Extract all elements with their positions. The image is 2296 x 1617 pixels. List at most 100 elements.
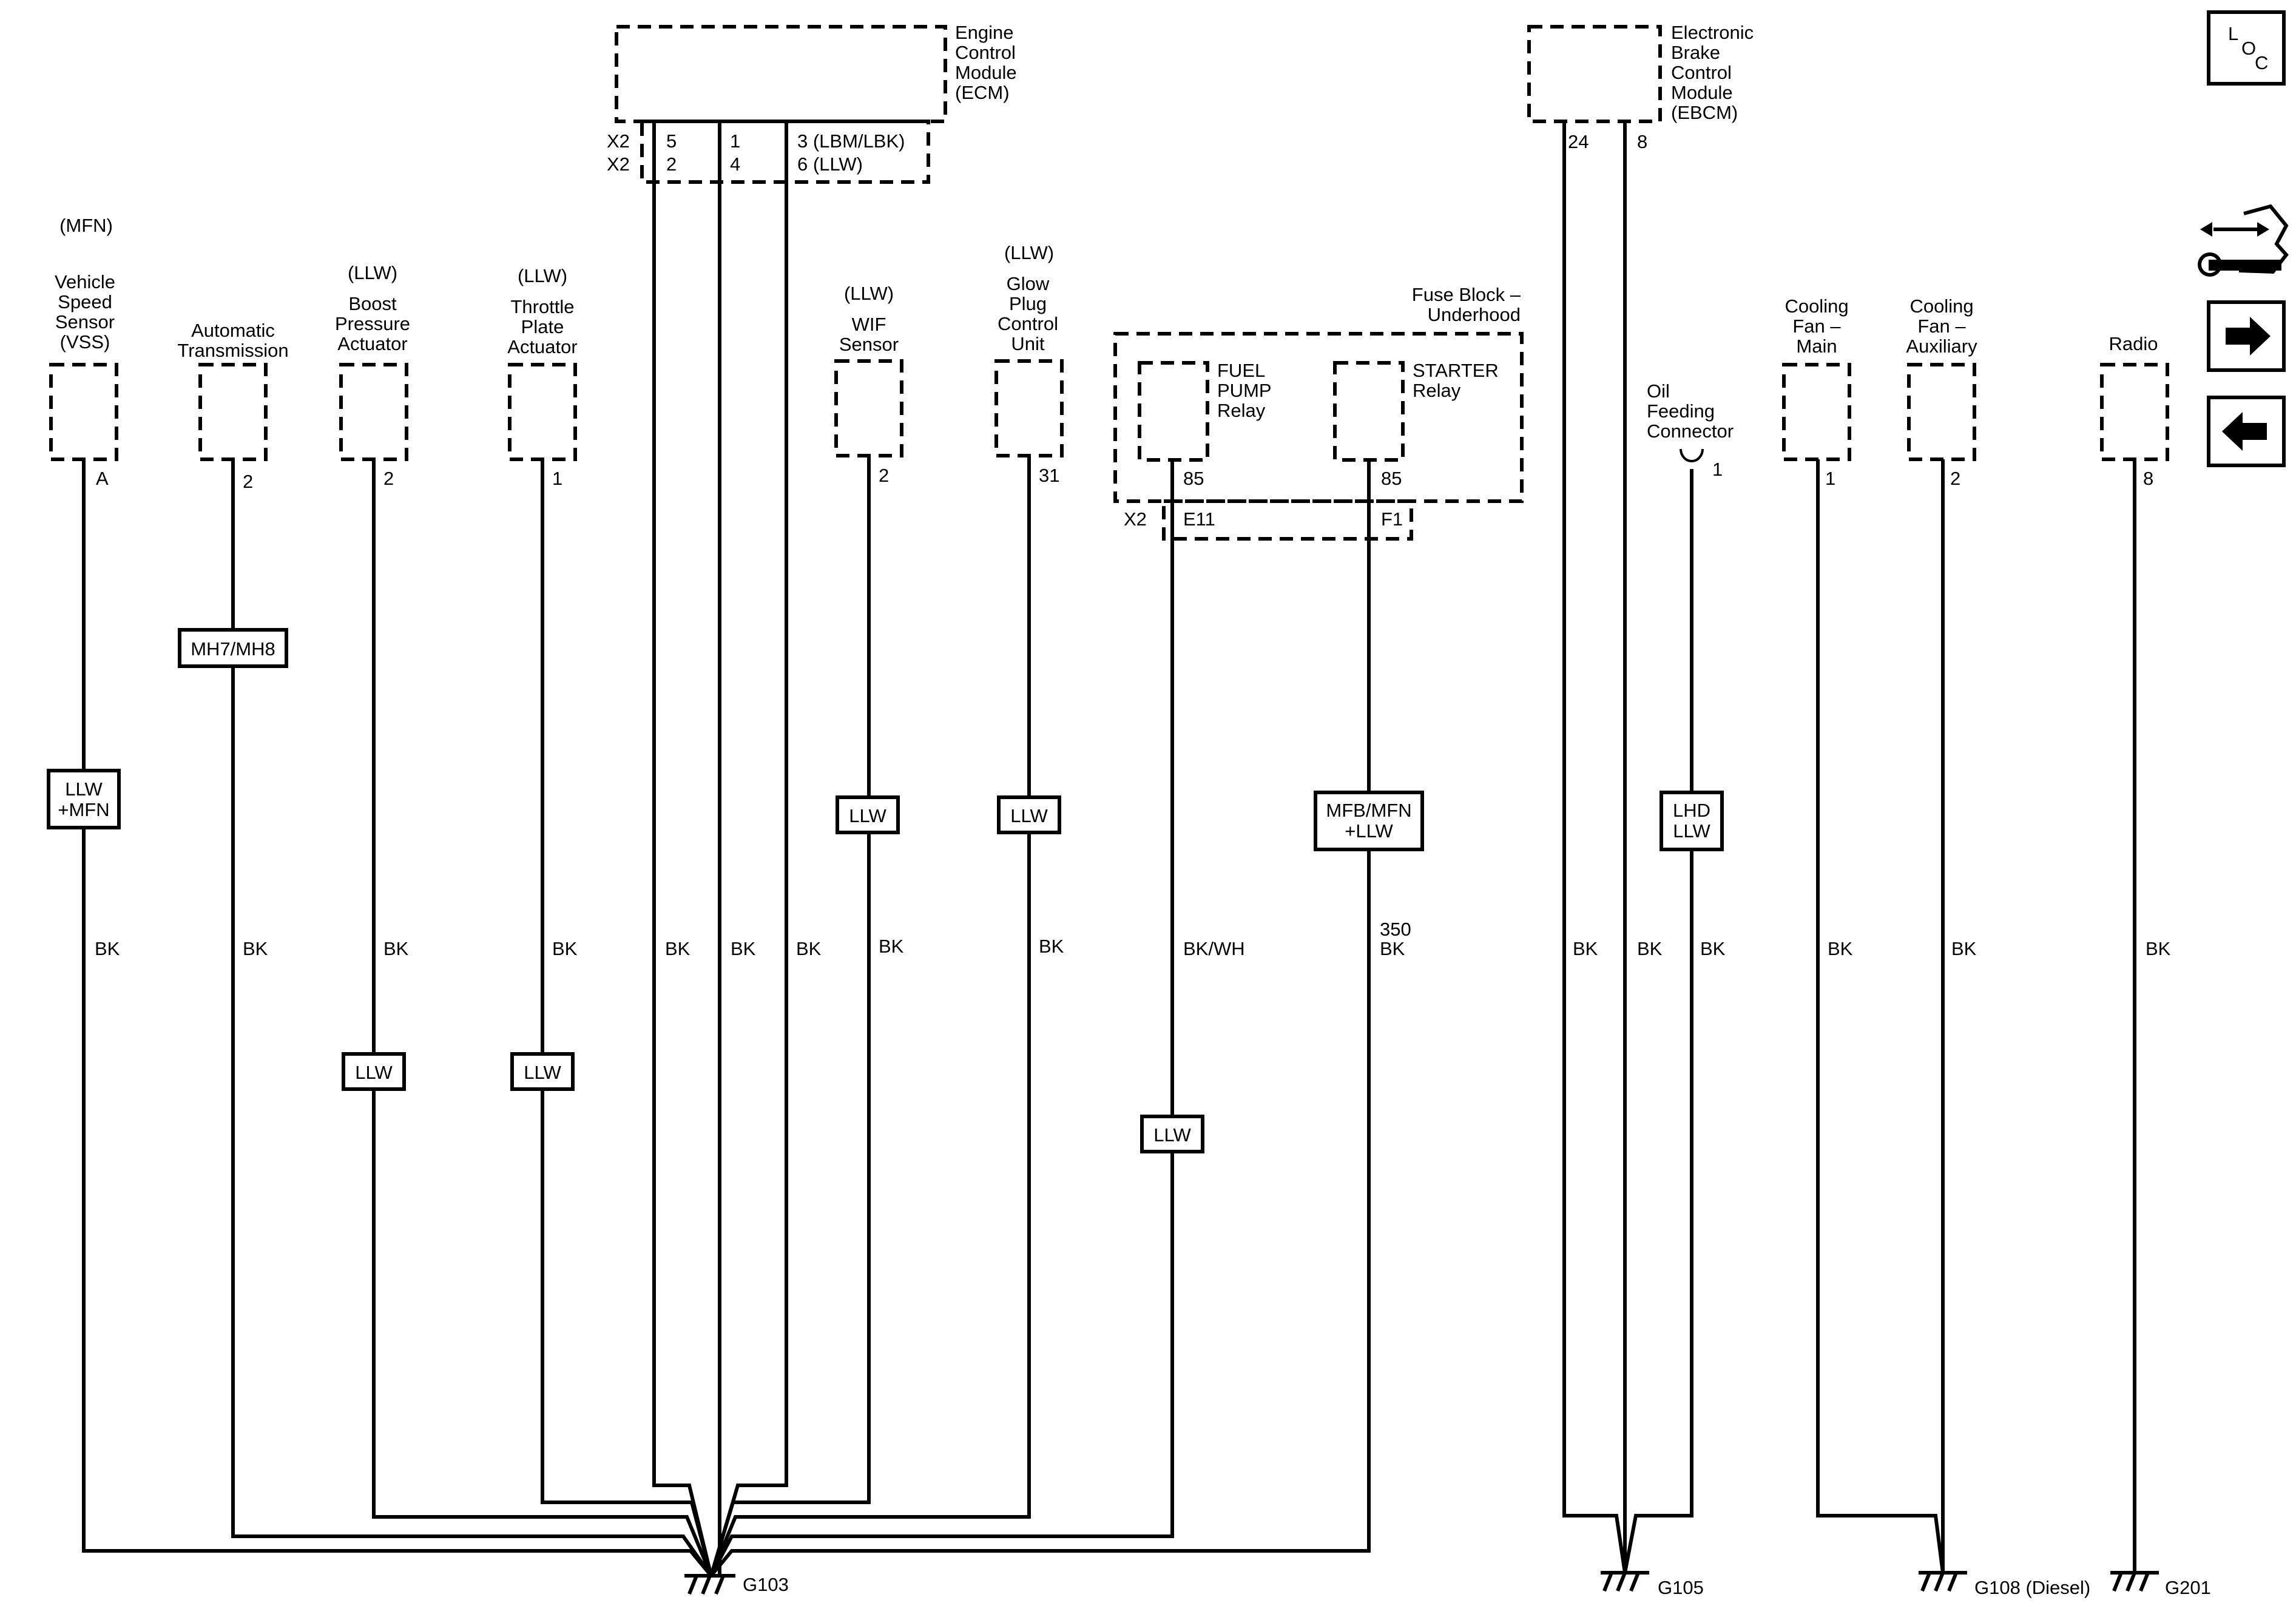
arrow-left-icon [2222,412,2267,451]
ecm-pin-4: 4 [730,154,740,175]
ebcm-label-3: Control [1671,62,1732,83]
starter-relay-label-2: Relay [1413,380,1461,401]
wire-label-ecm-1: BK [665,938,690,959]
arrow-left-button[interactable] [2207,396,2286,467]
vss-box [49,363,118,461]
option-oil-1: LHD [1673,800,1710,821]
vss-label-2: Vehicle [55,271,115,292]
radio-pin: 8 [2143,468,2153,489]
option-vss-1: LLW [65,778,103,800]
ecm-label-3: Module [955,62,1017,83]
wire-label-ecm-2: BK [731,938,756,959]
g103-label: G103 [743,1574,789,1595]
boost-label-2: Boost [348,293,397,314]
wire-labels: BK BK BK BK BK BK BK BK BK BK/WH 350 BK … [95,919,2171,959]
ebcm-pin-24: 24 [1568,131,1589,152]
option-vss-2: +MFN [58,799,109,820]
g108-ground-icon [1919,1571,1967,1592]
wire-label-ebcm-a: BK [1573,938,1598,959]
wire-label-starter: BK [1380,938,1405,959]
wire-label-glow: BK [1039,936,1064,957]
ecm-pin-5: 5 [666,130,677,152]
wire-label-ebcm-b: BK [1637,938,1663,959]
loc-letter-c: C [2255,52,2268,73]
auto-trans-label-2: Transmission [177,340,288,361]
option-wif: LLW [849,805,886,826]
wire-label-boost: BK [383,938,409,959]
wire-label-oil: BK [1700,938,1726,959]
oil-label-1: Oil [1647,380,1670,402]
ebcm-label-2: Brake [1671,42,1720,63]
g105-ground-icon [1601,1571,1649,1592]
fuel-pump-pin: 85 [1183,468,1204,489]
g201-ground-icon [2110,1571,2159,1592]
cooling-aux-label-1: Cooling [1909,295,1973,317]
fuel-pump-relay-label-3: Relay [1217,400,1266,421]
vss-pin: A [96,468,109,489]
fuse-block-label-1: Fuse Block – [1412,284,1521,305]
wire-label-radio: BK [2146,938,2171,959]
harness-tool-icon[interactable] [2198,204,2289,277]
wire-label-cooling-main: BK [1828,938,1853,959]
vss-label-4: Sensor [55,311,115,333]
boost-label-4: Actuator [337,333,407,354]
fuel-pump-conn-pin: E11 [1183,508,1215,530]
wire-label-wif: BK [879,936,904,957]
ecm: Engine Control Module (ECM) X2 5 1 3 (LB… [607,22,1017,184]
wif-pin: 2 [879,465,889,486]
wire-label-auto-trans: BK [243,938,268,959]
arrow-right-button[interactable] [2207,300,2286,372]
cooling-aux-label-3: Auxiliary [1906,336,1977,357]
auto-trans-pin: 2 [243,471,253,492]
vss-label-3: Speed [58,291,112,312]
ecm-label-2: Control [955,42,1016,63]
ebcm-pin-8: 8 [1637,131,1647,152]
wire-label-cooling-aux: BK [1951,938,1977,959]
ecm-pin-1: 1 [730,130,740,152]
wire-label-starter-gauge: 350 [1380,919,1411,940]
option-box-starter [1314,791,1424,851]
radio-box [2100,363,2169,461]
glow-box [994,359,1064,457]
wif-box [834,359,903,457]
ecm-pin-6: 6 (LLW) [797,154,863,175]
g201-label: G201 [2165,1577,2211,1598]
starter-relay-label-1: STARTER [1413,360,1499,381]
ebcm-label-5: (EBCM) [1671,102,1738,123]
cooling-main-label-1: Cooling [1784,295,1848,317]
loc-letter-l: L [2228,23,2238,44]
g108-label: G108 (Diesel) [1974,1577,2090,1598]
option-box-wif [836,795,900,834]
ecm-label-4: (ECM) [955,82,1010,103]
option-box-auto-trans [178,628,288,668]
boost-box [339,363,408,461]
boost-label-1: (LLW) [348,262,397,283]
glow-label-3: Plug [1009,293,1047,314]
option-boost: LLW [355,1062,393,1083]
starter-conn-pin: F1 [1381,508,1403,530]
ground-symbols [684,1571,2159,1595]
boost-label-3: Pressure [335,313,410,334]
throttle-label-1: (LLW) [518,265,567,286]
boost-pin: 2 [383,468,394,489]
auto-trans-box [198,363,268,461]
cooling-main-pin: 1 [1825,468,1835,489]
glow-label-5: Unit [1011,333,1045,354]
radio-label: Radio [2109,333,2158,354]
wire-label-ecm-3: BK [796,938,822,959]
glow-pin: 31 [1039,465,1059,486]
cooling-aux-label-2: Fan – [1917,316,1966,337]
option-box-vss [47,769,121,829]
option-box-oil [1660,791,1724,851]
wif-label-2: WIF [852,314,886,335]
fuel-pump-relay-label-1: FUEL [1217,360,1265,381]
auto-trans-label-1: Automatic [191,320,275,341]
option-box-boost [342,1052,406,1091]
ecm-label-1: Engine [955,22,1014,43]
option-starter-1: MFB/MFN [1326,800,1411,821]
fuse-block: Fuse Block – Underhood FUEL PUMP Relay S… [1113,284,1524,541]
cooling-aux-pin: 2 [1950,468,1960,489]
option-throttle: LLW [524,1062,561,1083]
loc-button[interactable]: L O C [2207,10,2286,86]
